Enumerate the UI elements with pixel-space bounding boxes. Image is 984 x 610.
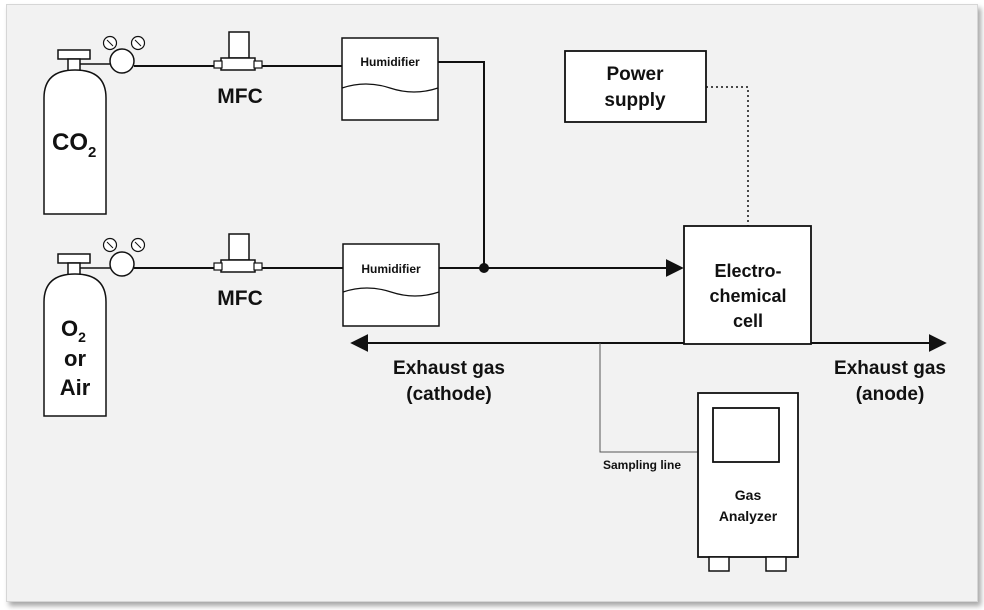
mfc-label: MFC xyxy=(217,287,263,310)
exhaust-cathode-label-1: Exhaust gas xyxy=(393,358,505,379)
sampling-line xyxy=(599,343,698,453)
co2-cylinder: CO2 xyxy=(43,49,107,215)
power-connection xyxy=(706,86,749,226)
humidifier-box xyxy=(341,37,439,121)
svg-text:CO2: CO2 xyxy=(52,129,96,161)
o2-subscript: 2 xyxy=(78,329,86,345)
analyzer-screen xyxy=(712,407,780,463)
mfc-icon xyxy=(213,233,263,273)
supply-label: supply xyxy=(604,90,666,111)
mfc-label: MFC xyxy=(217,85,263,108)
diagram-frame xyxy=(6,4,978,602)
co2-subscript: 2 xyxy=(88,144,96,161)
electrochemical-cell-box xyxy=(683,225,812,345)
analyzer-label-2: Analyzer xyxy=(719,508,778,524)
power-label: Power xyxy=(606,64,664,85)
humidifier-label: Humidifier xyxy=(361,262,421,276)
co2-label: CO xyxy=(52,129,88,156)
o2-air-cylinder: O2 or Air xyxy=(43,253,107,417)
junction-dot xyxy=(479,263,489,273)
power-supply-box xyxy=(564,50,707,123)
cell-label-2: chemical xyxy=(709,286,786,306)
regulator-icon xyxy=(80,237,146,277)
gas-line xyxy=(438,61,485,268)
sampling-line-label: Sampling line xyxy=(603,458,681,472)
analyzer-label-1: Gas xyxy=(735,487,762,503)
exhaust-cathode-label-2: (cathode) xyxy=(406,384,492,405)
cell-label-1: Electro- xyxy=(714,261,781,281)
exhaust-anode-label-1: Exhaust gas xyxy=(834,358,946,379)
mfc-icon xyxy=(213,31,263,71)
cell-label-3: cell xyxy=(733,311,763,331)
humidifier-label: Humidifier xyxy=(360,55,420,69)
humidifier-box xyxy=(342,243,440,327)
regulator-icon xyxy=(80,35,146,74)
exhaust-anode-label-2: (anode) xyxy=(856,384,925,405)
svg-text:O2: O2 xyxy=(61,316,86,345)
gas-analyzer xyxy=(697,392,799,572)
o2-label: O xyxy=(61,316,78,341)
air-label: Air xyxy=(60,375,91,400)
or-label: or xyxy=(64,346,86,371)
